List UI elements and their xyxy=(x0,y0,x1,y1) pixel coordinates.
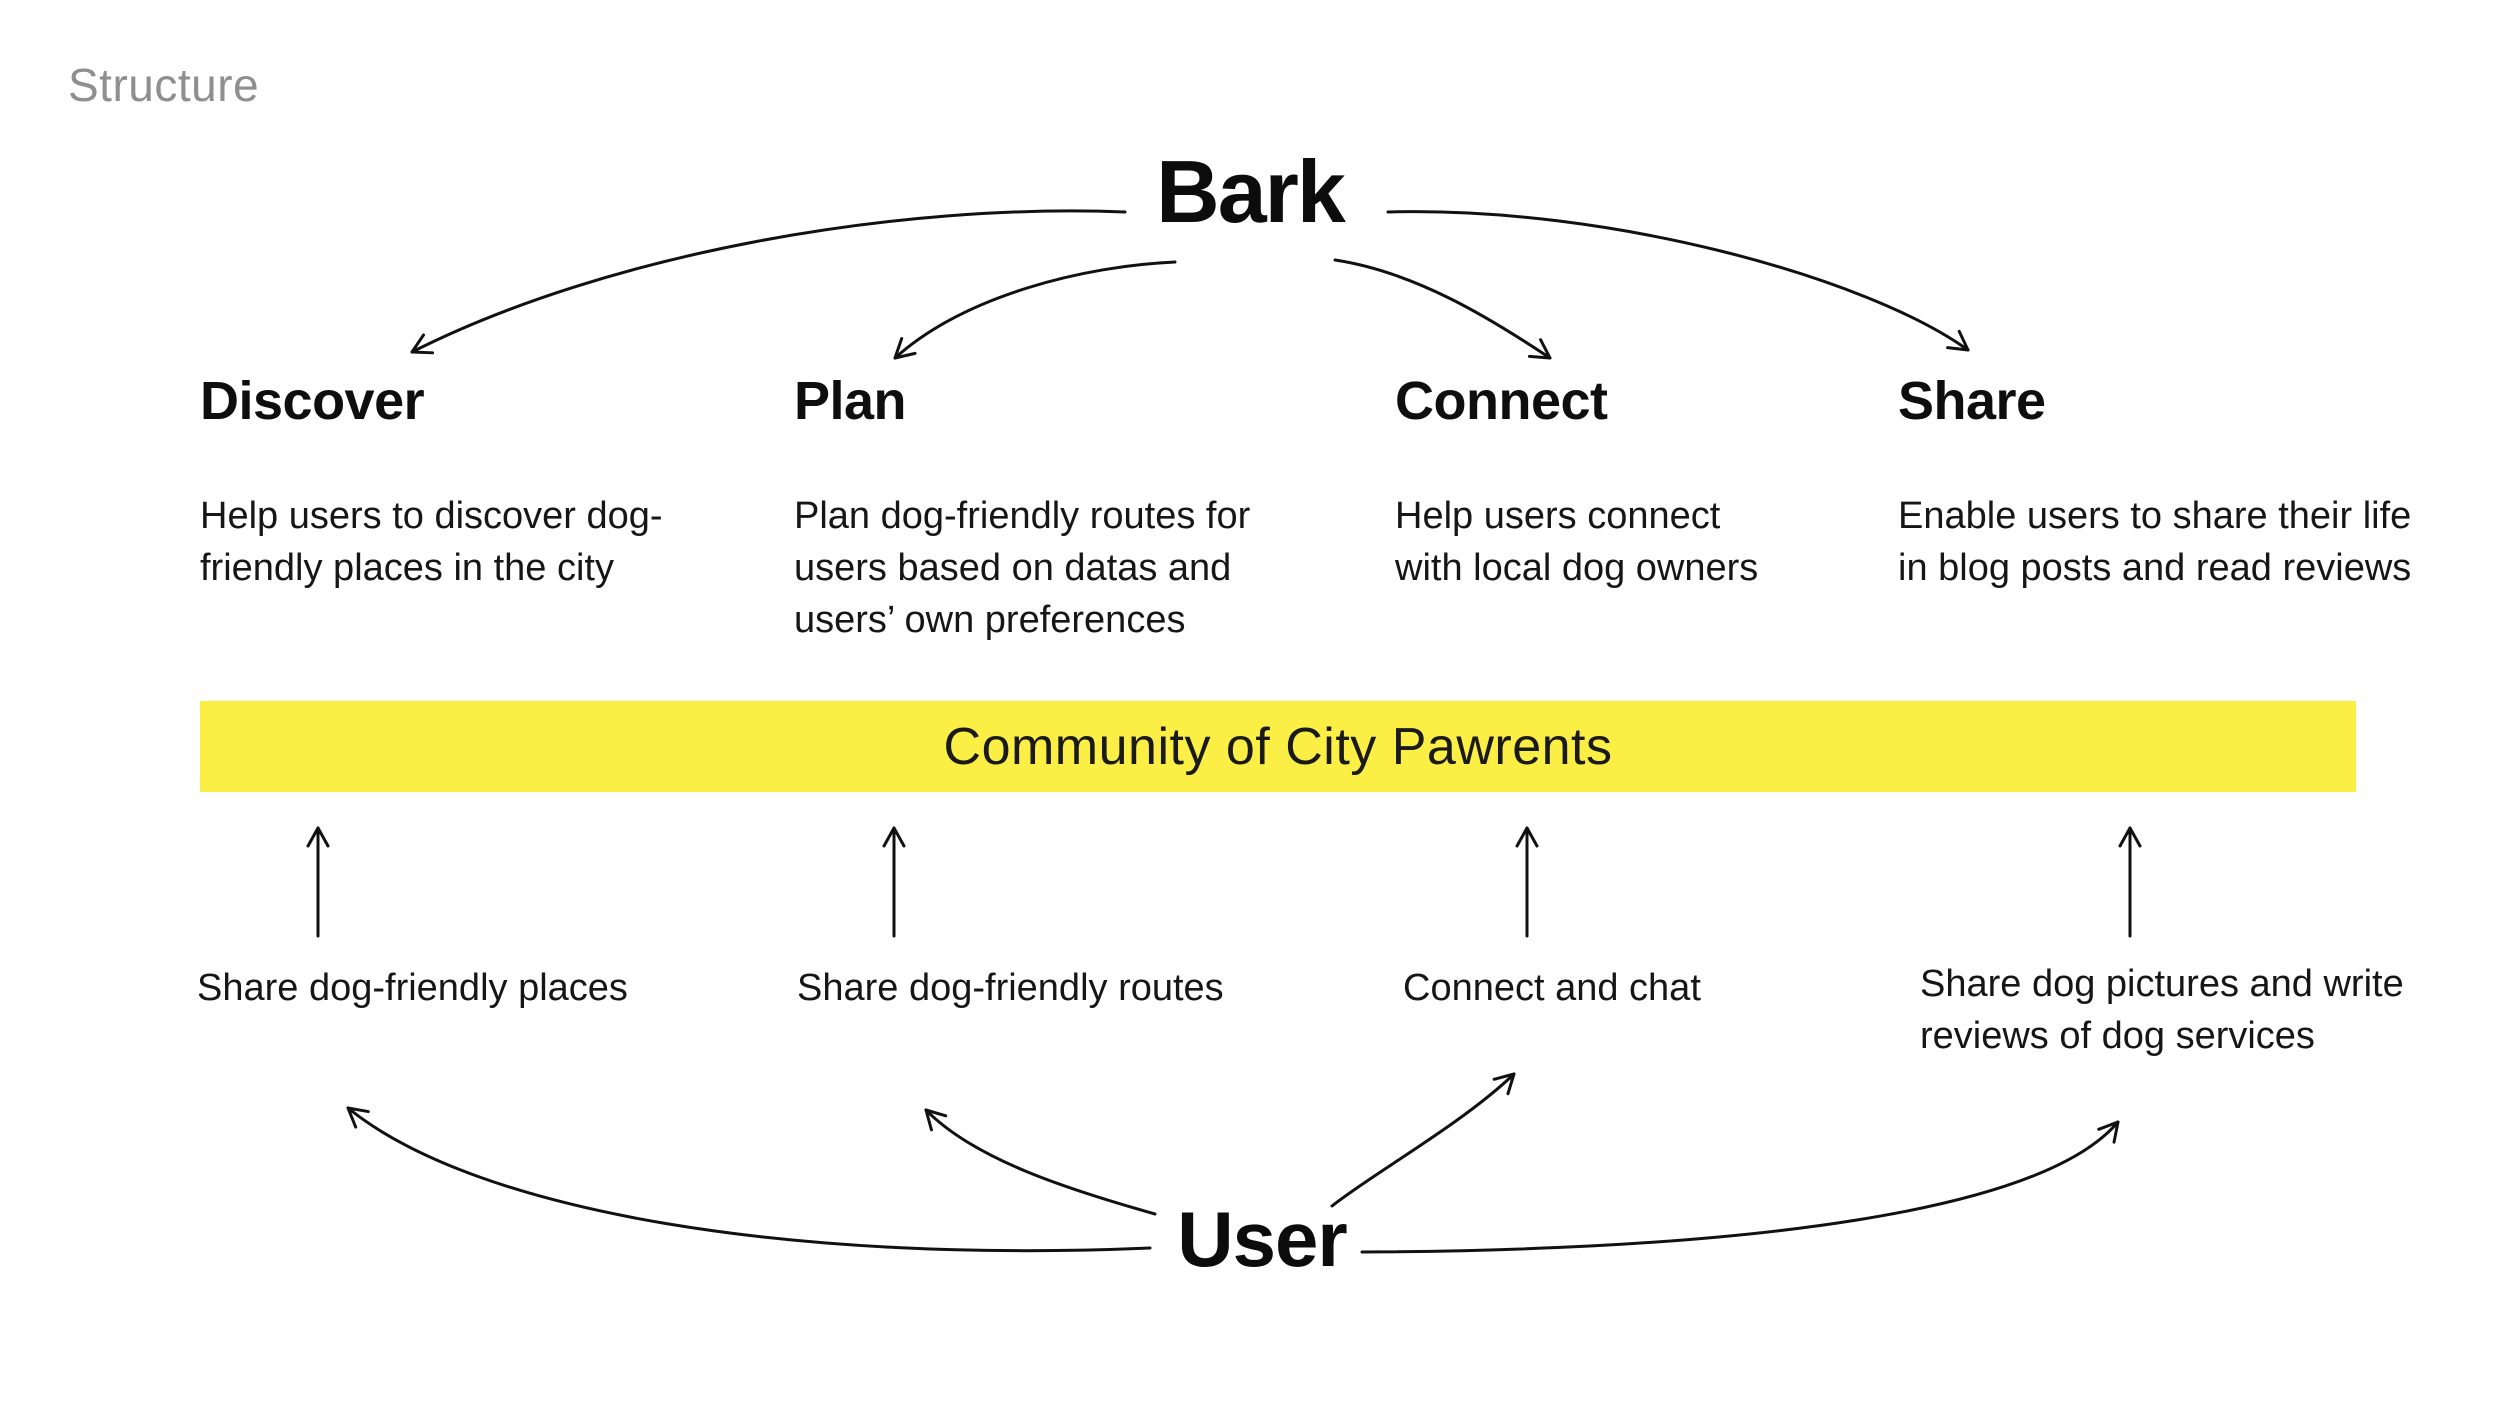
feature-title-discover: Discover xyxy=(200,371,425,431)
feature-title-plan: Plan xyxy=(794,371,907,431)
arrow-user-to-pictures xyxy=(1360,1120,2120,1254)
user-action-share-places: Share dog-friendly places xyxy=(197,967,628,1009)
user-action-share-routes: Share dog-friendly routes xyxy=(797,967,1224,1009)
user-action-share-pictures: Share dog pictures and write reviews of … xyxy=(1920,963,2404,1057)
arrow-user-to-places xyxy=(346,1106,1152,1253)
arrow-user-to-routes xyxy=(924,1108,1157,1216)
slide-title: Structure xyxy=(68,59,260,111)
arrow-user-to-chat xyxy=(1330,1072,1516,1208)
arrow-bark-to-plan xyxy=(893,260,1177,360)
feature-title-connect: Connect xyxy=(1395,371,1608,431)
feature-description-share: Enable users to share their life in blog… xyxy=(1898,495,2412,589)
arrow-bark-to-share xyxy=(1386,210,1970,352)
arrow-bark-to-connect xyxy=(1333,258,1552,360)
feature-title-share: Share xyxy=(1898,371,2046,431)
user-title: User xyxy=(1177,1195,1347,1283)
feature-description-discover: Help users to discover dog- friendly pla… xyxy=(200,495,663,589)
bark-title: Bark xyxy=(1156,142,1346,241)
feature-description-plan: Plan dog-friendly routes for users based… xyxy=(794,495,1251,641)
community-banner: Community of City Pawrents xyxy=(200,701,2356,792)
feature-description-connect: Help users connect with local dog owners xyxy=(1395,495,1759,589)
community-banner-label: Community of City Pawrents xyxy=(943,717,1613,776)
user-action-connect-chat: Connect and chat xyxy=(1403,967,1701,1009)
arrow-bark-to-discover xyxy=(410,209,1127,355)
